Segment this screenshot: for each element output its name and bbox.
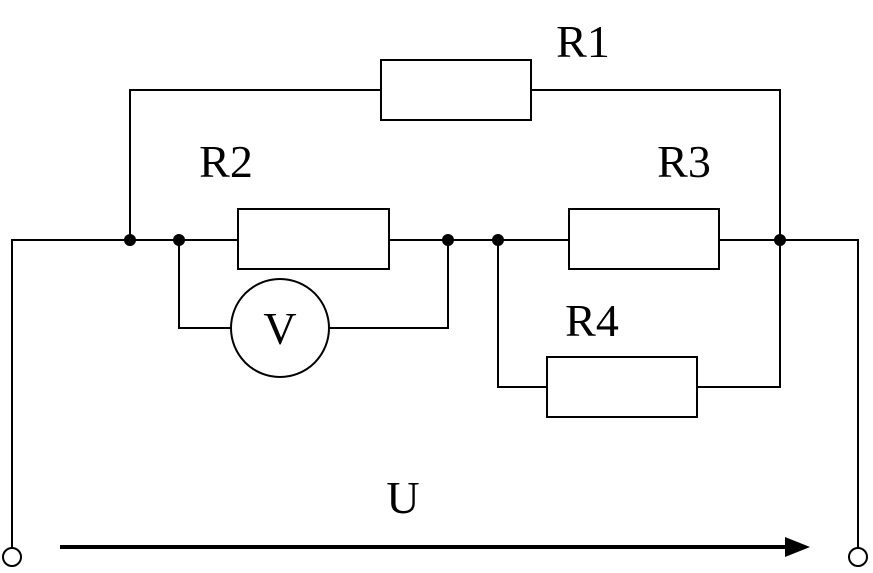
r1-branch-wire [129, 89, 781, 240]
right-terminal-wire [780, 239, 859, 549]
resistor-r2 [237, 208, 390, 270]
junction-node [492, 234, 504, 246]
voltmeter-branch-wire [178, 240, 449, 329]
left-terminal [2, 547, 22, 567]
junction-node [173, 234, 185, 246]
resistor-r1 [380, 59, 532, 121]
r3-label: R3 [657, 136, 711, 187]
r4-branch-wire [497, 240, 781, 388]
resistor-r4 [546, 356, 698, 418]
resistor-r3 [568, 208, 720, 270]
r1-label: R1 [556, 16, 610, 67]
junction-node [442, 234, 454, 246]
junction-node [124, 234, 136, 246]
voltmeter-symbol [230, 278, 330, 378]
right-terminal [848, 547, 868, 567]
r4-label: R4 [565, 295, 619, 346]
voltmeter-label: V [263, 303, 296, 354]
voltage-label: U [386, 472, 419, 523]
r2-label: R2 [199, 136, 253, 187]
junction-node [774, 234, 786, 246]
voltage-arrow-head [785, 537, 810, 557]
left-terminal-wire [11, 239, 130, 549]
